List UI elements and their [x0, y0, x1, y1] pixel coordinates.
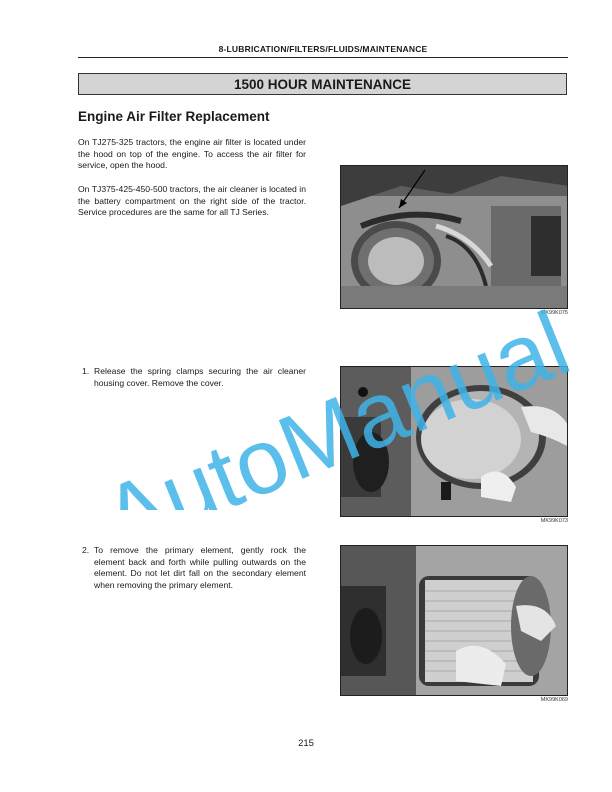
intro-paragraph-2: On TJ375-425-450-500 tractors, the air c…: [78, 184, 306, 218]
step-1-text: Release the spring clamps securing the a…: [94, 366, 306, 388]
step-1-number: 1.: [82, 366, 90, 376]
step-2: 2. To remove the primary element, gently…: [82, 545, 306, 591]
figure-remove-element-photo: [340, 545, 568, 696]
step-2-text: To remove the primary element, gently ro…: [94, 545, 306, 590]
step-1: 1. Release the spring clamps securing th…: [82, 366, 306, 389]
step-2-number: 2.: [82, 545, 90, 555]
page-number: 215: [298, 738, 314, 749]
figure-2-code: MK99K073: [540, 518, 568, 524]
section-title: Engine Air Filter Replacement: [78, 109, 270, 124]
figure-remove-cover-photo: [340, 366, 568, 517]
figure-1-code: MK99K075: [540, 310, 568, 316]
maintenance-interval-banner: 1500 HOUR MAINTENANCE: [78, 73, 567, 95]
figure-air-filter-location-photo: [340, 165, 568, 309]
intro-paragraph-1: On TJ275-325 tractors, the engine air fi…: [78, 137, 306, 171]
running-header: 8-LUBRICATION/FILTERS/FLUIDS/MAINTENANCE: [218, 44, 428, 54]
figure-3-code: MK99K069: [540, 697, 568, 703]
header-rule: [78, 57, 568, 58]
